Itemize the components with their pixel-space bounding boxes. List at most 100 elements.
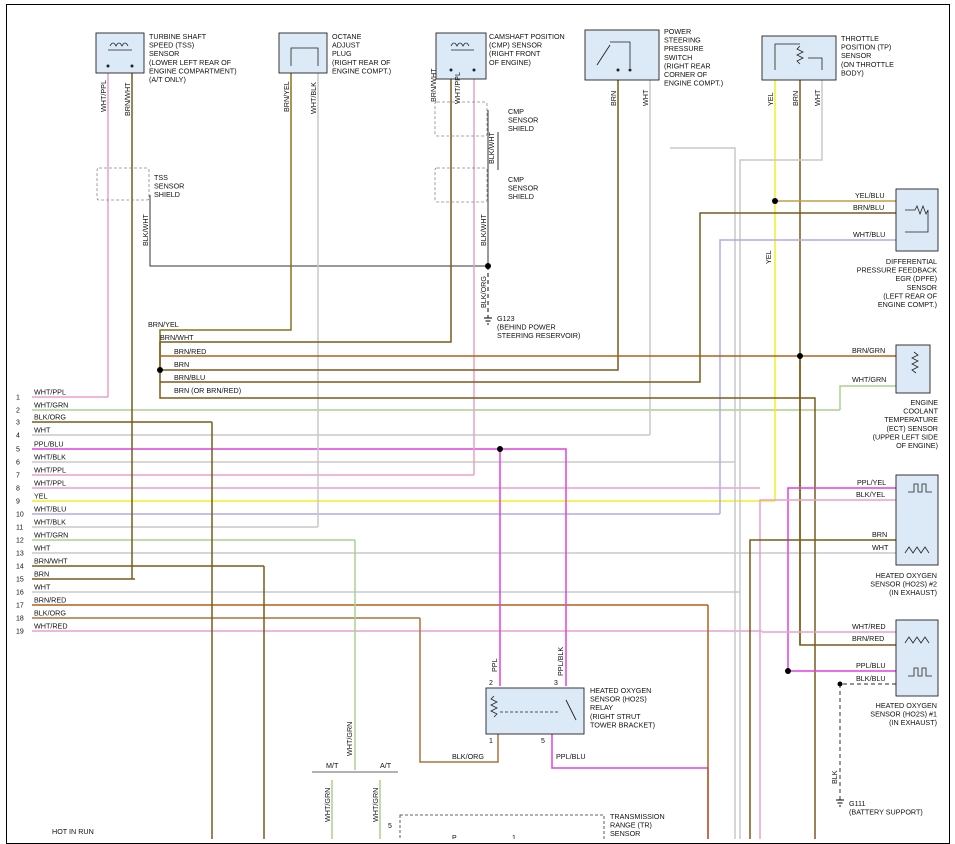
pin-wire-label: WHT/BLK <box>34 453 66 462</box>
label-line: ENGINE COMPT.) <box>332 66 391 75</box>
pin-wire-label: WHT/RED <box>34 622 68 631</box>
wire-label: WHT/GRN <box>371 788 380 822</box>
ground-symbols <box>484 317 844 807</box>
label-line: BODY) <box>841 68 864 77</box>
label-line: G111 <box>849 799 866 808</box>
label-line: G123 <box>497 314 515 323</box>
label-line: PRESSURE FEEDBACK <box>857 266 937 275</box>
wire-label: WHT <box>813 89 822 106</box>
label-line: (RIGHT REAR OF <box>332 58 391 67</box>
pin-number: 12 <box>16 538 24 545</box>
wire-label: WHT/PPL <box>99 80 108 112</box>
pin-wire-label: WHT/BLU <box>34 505 66 514</box>
label-line: CORNER OF <box>664 70 708 79</box>
label-line: CAMSHAFT POSITION <box>489 32 565 41</box>
label-line: OCTANE <box>332 32 362 41</box>
pin-wire-label: WHT/GRN <box>34 401 68 410</box>
pin-wire-label: BRN/WHT <box>34 557 68 566</box>
wire-label: BRN <box>609 91 618 106</box>
wire-label: BLK <box>830 770 839 784</box>
relay-pin: 5 <box>541 738 545 745</box>
wire-label: BRN <box>174 360 189 369</box>
label-line: ENGINE <box>910 398 938 407</box>
label-line: POSITION (TP) <box>841 43 891 52</box>
wire-label: YEL/BLU <box>855 191 885 200</box>
wire-label: BRN/BLU <box>853 203 884 212</box>
wire-label: WHT/PPL <box>453 72 462 104</box>
wire-label: BRN/RED <box>852 634 884 643</box>
wire-label: PPL <box>490 658 499 672</box>
wire-label: BLK/BLU <box>856 674 886 683</box>
pin-wire-label: WHT <box>34 544 51 553</box>
shields <box>96 101 488 203</box>
pin-row-lines <box>32 396 896 632</box>
label-line: PLUG <box>332 49 352 58</box>
wire-label: A/T <box>380 761 392 770</box>
pin-number: 18 <box>16 616 24 623</box>
wire-label: PPL/BLK <box>556 647 565 676</box>
wire-label: BLK/WHT <box>141 213 150 246</box>
wire-label: BRN/YEL <box>282 81 291 112</box>
pin-wire-label: WHT/GRN <box>34 531 68 540</box>
throttle-position-sensor <box>761 35 837 81</box>
relay-pin: 2 <box>489 680 493 687</box>
label-line: RANGE (TR) <box>610 821 652 830</box>
label-line: SENSOR (HO2S) #2 <box>870 580 937 589</box>
label-line: SHIELD <box>154 190 180 199</box>
wire-label: WHT/BLK <box>309 82 318 114</box>
pin-wire-label: WHT/PPL <box>34 479 66 488</box>
label-line: (IN EXHAUST) <box>889 718 937 727</box>
tr-pin: 1 <box>512 835 516 839</box>
wire-label: WHT <box>872 543 889 552</box>
wire-label: PPL/BLU <box>856 661 886 670</box>
wire-label: BRN/WHT <box>123 82 132 116</box>
pin-wire-label: BRN <box>34 570 49 579</box>
tr-sensor <box>399 814 605 839</box>
wire-label: YEL <box>766 92 775 106</box>
label-line: STEERING RESERVOIR) <box>497 331 580 340</box>
wire-label: BLK/YEL <box>856 490 885 499</box>
tr-pin: 5 <box>388 823 392 830</box>
pin-wire-label: BRN/RED <box>34 596 66 605</box>
label-line: (ECT) SENSOR <box>886 424 938 433</box>
wire-label: BRN/BLU <box>174 373 205 382</box>
pin-number: 13 <box>16 551 24 558</box>
label-line: TRANSMISSION <box>610 812 665 821</box>
pin-number: 4 <box>16 433 20 440</box>
pin-wire-label: BLK/ORG <box>34 609 66 618</box>
pin-wire-label: WHT <box>34 426 51 435</box>
pin-number: 16 <box>16 590 24 597</box>
pin-number: 2 <box>16 408 20 415</box>
text-layer: 1WHT/PPL2WHT/GRN3BLK/ORG4WHT5PPL/BLU6WHT… <box>16 27 939 839</box>
label-line: HEATED OXYGEN <box>590 686 651 695</box>
label-line: SENSOR <box>907 283 937 292</box>
label-line: OF ENGINE) <box>896 441 938 450</box>
wire-label: BRN/YEL <box>148 320 179 329</box>
relay-pin: 3 <box>554 680 558 687</box>
pin-number: 11 <box>16 525 23 532</box>
label-line: SENSOR <box>149 49 179 58</box>
label-line: SENSOR (HO2S) #1 <box>870 710 937 719</box>
label-line: TEMPERATURE <box>884 415 938 424</box>
label-line: (RIGHT FRONT <box>489 49 541 58</box>
ho2s-relay <box>485 687 585 735</box>
label-line: CMP <box>508 175 524 184</box>
label-line: (LOWER LEFT REAR OF <box>149 58 232 67</box>
label-line: STEERING <box>664 36 701 45</box>
octane-plug <box>278 32 328 74</box>
wire-label: BRN/WHT <box>160 333 194 342</box>
label-line: POWER <box>664 27 691 36</box>
label-line: EGR (DPFE) <box>895 274 937 283</box>
pin-wire-label: WHT <box>34 583 51 592</box>
label-line: SENSOR <box>508 184 538 193</box>
pin-number: 14 <box>16 564 24 571</box>
wire-label: BLK/WHT <box>487 131 496 164</box>
label-line: SHIELD <box>508 192 534 201</box>
label-line: (UPPER LEFT SIDE <box>873 432 939 441</box>
